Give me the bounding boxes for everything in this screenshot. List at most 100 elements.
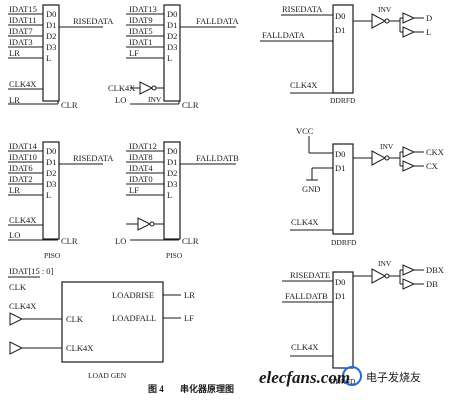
piso4-pin-d2: D2 <box>167 168 177 178</box>
ddr1-out-d: D <box>426 13 432 23</box>
load-gen-block: IDAT[15 : 0] CLK CLK4X CLK CLK4X LOADRIS… <box>8 266 195 380</box>
piso1-pin-d1: D1 <box>46 20 56 30</box>
ddr2-obuf-cx <box>402 160 416 172</box>
piso3-pin-clr: CLR <box>61 236 78 246</box>
ddr1-box <box>332 4 354 94</box>
ddr2-name: DDRFD <box>331 238 357 247</box>
piso2-in-lf: LF <box>129 48 139 58</box>
ddr1-in-fall: FALLDATA <box>262 30 305 40</box>
ddr3-obuf-db <box>402 278 416 290</box>
watermark-logo-icon <box>342 366 362 386</box>
piso2-pin-clr: CLR <box>182 100 199 110</box>
watermark-cn: 电子发烧友 <box>366 370 421 384</box>
ddr3-in-fall: FALLDATB <box>285 291 328 301</box>
piso2-clk-inverter <box>139 81 154 95</box>
piso1-pin-d3: D3 <box>46 42 56 52</box>
site-watermark: elecfans.com 电子发烧友 <box>259 366 421 387</box>
piso1-in-3: IDAT3 <box>9 37 33 47</box>
piso3-name: PISO <box>44 251 61 260</box>
figure-caption: 串化器原理图 <box>180 383 234 394</box>
piso4-out: FALLDATB <box>196 153 239 163</box>
piso3-pin-d3: D3 <box>46 179 56 189</box>
piso2-inv-label: INV <box>148 95 162 104</box>
ddr2-vcc: VCC <box>296 126 314 136</box>
ddr1-in-rise: RISEDATA <box>282 4 323 14</box>
loadgen-clk-buffer <box>9 312 24 326</box>
piso2-out: FALLDATA <box>196 16 239 26</box>
loadgen-pin-loadrise: LOADRISE <box>112 290 154 300</box>
ddr1-inv-label: INV <box>378 5 392 14</box>
piso2-pin-d1: D1 <box>167 20 177 30</box>
piso1-in-lr2: LR <box>9 95 20 105</box>
loadgen-out-lr: LR <box>184 290 195 300</box>
ddr3-pin-d0: D0 <box>335 277 345 287</box>
piso3-in-0: IDAT14 <box>9 141 38 151</box>
piso1-in-lr: LR <box>9 48 20 58</box>
ddr2-out-cx: CX <box>426 161 438 171</box>
piso3-pin-d2: D2 <box>46 168 56 178</box>
piso2-in-0: IDAT13 <box>129 4 157 14</box>
ddr3-obuf-dbx <box>402 264 416 276</box>
loadgen-name: LOAD GEN <box>88 371 127 380</box>
piso4-pin-clr: CLR <box>182 236 199 246</box>
piso3-box <box>42 141 60 240</box>
piso-block-2: D0 D1 D2 D3 L CLR IDAT13 IDAT9 IDAT5 IDA… <box>108 4 239 110</box>
piso4-box <box>163 141 181 240</box>
ddr2-pin-d1: D1 <box>335 163 345 173</box>
piso3-in-lr: LR <box>9 185 20 195</box>
piso-block-3: D0 D1 D2 D3 L CLR IDAT14 IDAT10 IDAT6 ID… <box>8 141 114 260</box>
piso1-in-2: IDAT7 <box>9 26 33 36</box>
piso2-pin-d2: D2 <box>167 31 177 41</box>
piso2-in-lo: LO <box>115 95 126 105</box>
ddr2-gnd: GND <box>302 184 320 194</box>
ddr1-in-clk: CLK4X <box>290 80 317 90</box>
ddrfd-block-2: D0 D1 VCC GND CLK4X DDRFD INV CKX CX <box>290 126 444 247</box>
loadgen-out-lf: LF <box>184 313 194 323</box>
loadgen-clk4x-buffer <box>9 341 24 355</box>
loadgen-pin-clk4x: CLK4X <box>66 343 93 353</box>
piso3-out: RISEDATA <box>73 153 114 163</box>
ddr2-pin-d0: D0 <box>335 149 345 159</box>
ddr2-inv-label: INV <box>380 142 394 151</box>
piso2-pin-d3: D3 <box>167 42 177 52</box>
piso1-in-0: IDAT15 <box>9 4 37 14</box>
piso2-in-1: IDAT9 <box>129 15 153 25</box>
piso1-pin-l: L <box>46 53 51 63</box>
ddr3-name: DDRFD <box>330 377 356 386</box>
ddrfd-block-1: D0 D1 RISEDATA FALLDATA CLK4X DDRFD INV … <box>260 4 432 105</box>
piso2-in-3: IDAT1 <box>129 37 153 47</box>
piso1-pin-d0: D0 <box>46 9 56 19</box>
piso4-in-3: IDAT0 <box>129 174 153 184</box>
piso3-pin-l: L <box>46 190 51 200</box>
piso2-in-2: IDAT5 <box>129 26 153 36</box>
loadgen-pin-loadfall: LOADFALL <box>112 313 156 323</box>
ddr2-box <box>332 143 354 235</box>
ddr1-pin-d0: D0 <box>335 11 345 21</box>
ddr3-pin-d1: D1 <box>335 291 345 301</box>
piso3-in-clk: CLK4X <box>9 215 36 225</box>
piso1-in-clk: CLK4X <box>9 79 36 89</box>
ddr3-out-db: DB <box>426 279 438 289</box>
piso3-pin-d0: D0 <box>46 146 56 156</box>
piso4-pin-l: L <box>167 190 172 200</box>
piso1-pin-clr: CLR <box>61 100 78 110</box>
piso3-in-2: IDAT6 <box>9 163 33 173</box>
ddr1-name: DDRFD <box>330 96 356 105</box>
ddr3-in-clk: CLK4X <box>291 342 318 352</box>
piso4-in-lf: LF <box>129 185 139 195</box>
loadgen-in-clk4x: CLK4X <box>9 301 36 311</box>
piso4-name: PISO <box>166 251 183 260</box>
piso4-clk-inverter <box>137 217 152 231</box>
piso4-in-0: IDAT12 <box>129 141 157 151</box>
ddr1-obuf-l <box>402 26 416 38</box>
loadgen-in-clk: CLK <box>9 282 27 292</box>
loadgen-box <box>61 281 164 363</box>
piso3-in-lo: LO <box>9 230 20 240</box>
piso4-pin-d1: D1 <box>167 157 177 167</box>
piso1-in-1: IDAT11 <box>9 15 37 25</box>
piso-block-1: D0 D1 D2 D3 L CLR IDAT15 IDAT11 IDAT7 ID… <box>8 4 114 110</box>
piso2-pin-d0: D0 <box>167 9 177 19</box>
ddr1-pin-d1: D1 <box>335 25 345 35</box>
ddr1-obuf-d <box>402 12 416 24</box>
